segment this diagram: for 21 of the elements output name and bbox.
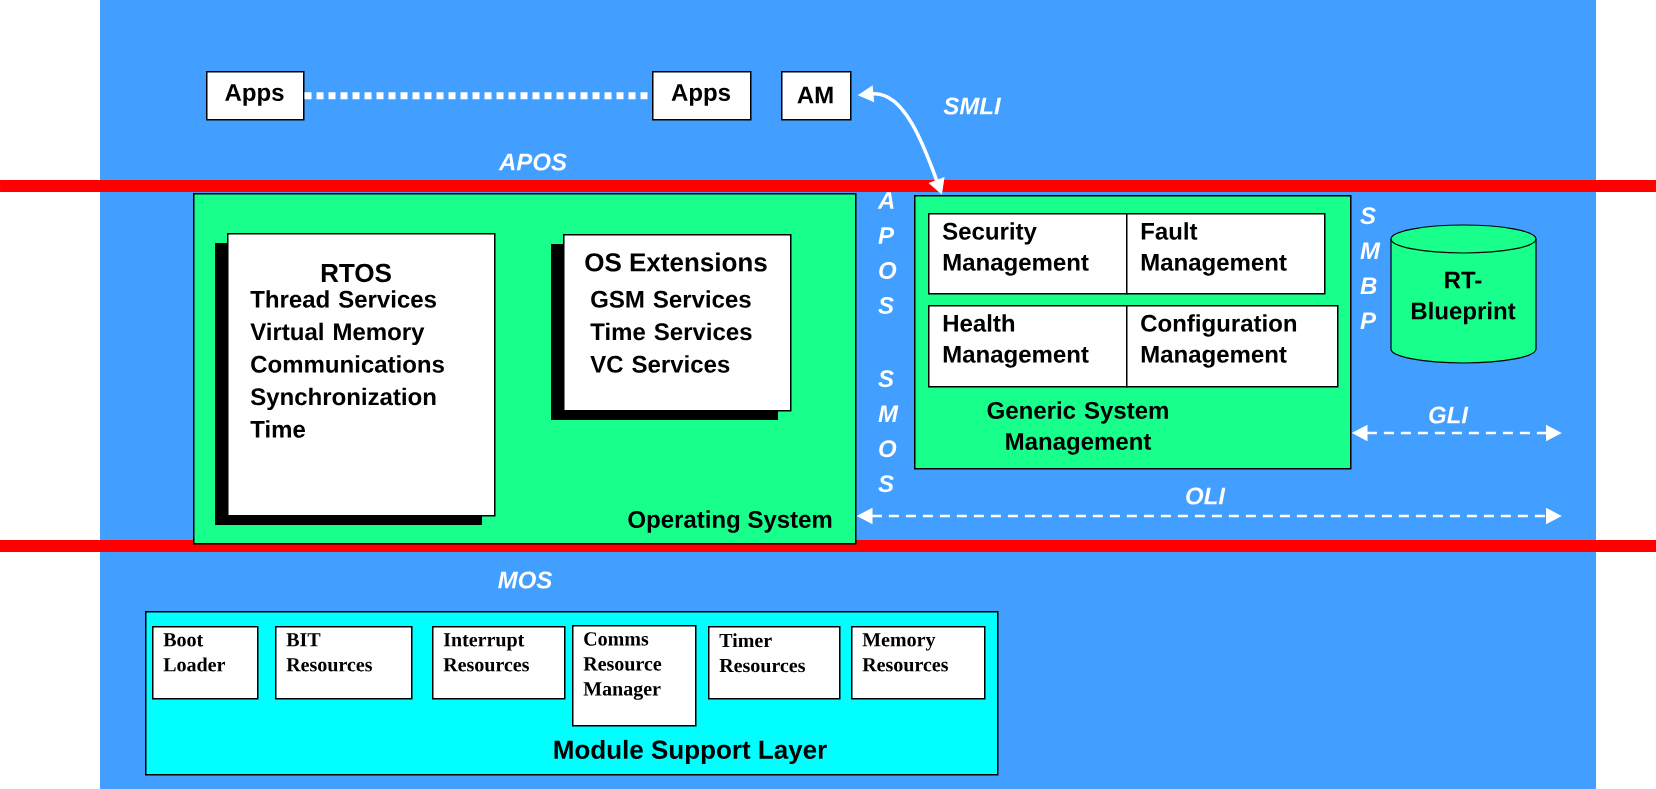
component-box: BIT Resources xyxy=(275,626,413,700)
vertical-interface-label: S M O S xyxy=(878,370,899,493)
component-box: Health Management xyxy=(928,305,1128,388)
component-box: Memory Resources xyxy=(851,626,986,700)
component-box: Security Management xyxy=(928,213,1128,295)
component-box: Comms Resource Manager xyxy=(572,625,697,727)
component-box: Fault Management xyxy=(1126,213,1326,295)
component-box: Apps xyxy=(206,71,305,121)
component-box: Interrupt Resources xyxy=(432,626,566,700)
database-cylinder: RT- Blueprint xyxy=(1390,224,1537,364)
shadowed-box: RTOS Thread Services Virtual Memory Communications Synchronization Time xyxy=(215,233,496,525)
vertical-interface-label: S M B P xyxy=(1360,207,1381,329)
component-box: AM xyxy=(781,71,852,121)
shadowed-box: OS Extensions GSM Services Time Services VC Services xyxy=(551,234,792,420)
component-box: Apps xyxy=(652,71,752,121)
component-box: Configuration Management xyxy=(1126,305,1339,388)
vertical-interface-label: A P O S xyxy=(877,192,897,314)
component-box: Timer Resources xyxy=(708,626,841,700)
interface-label: APOS xyxy=(498,153,567,171)
interface-label: MOS xyxy=(498,571,553,589)
component-box: Boot Loader xyxy=(152,626,259,700)
